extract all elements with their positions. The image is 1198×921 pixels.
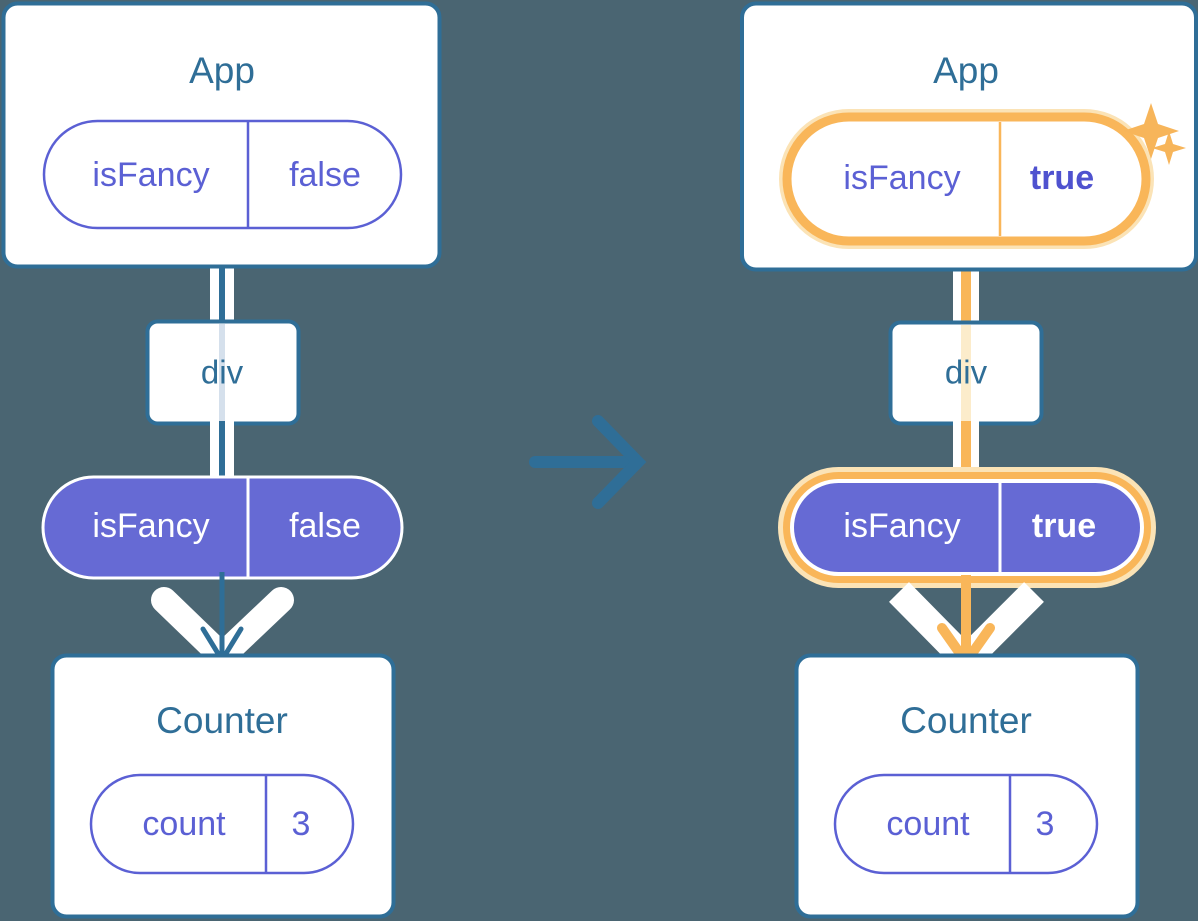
sparkle-icon-small (1152, 131, 1186, 165)
box-div-label-before: div (201, 354, 244, 391)
state-pill-count-name-after: count (886, 805, 970, 843)
sparkle-icon-large (1123, 103, 1179, 159)
state-pill-count-after: count 3 (833, 773, 1099, 875)
state-pill-value-after: true (1030, 159, 1094, 197)
prop-pill-value-after: true (1032, 507, 1096, 545)
highlight-ring (782, 112, 1151, 246)
state-pill-isfancy-before: isFancy false (42, 119, 403, 230)
card-app-after: App isFancy true (740, 1, 1198, 272)
card-title-counter-after: Counter (900, 700, 1032, 741)
box-div-before: div (145, 319, 301, 426)
prop-pill-name-before: isFancy (92, 507, 209, 545)
state-pill-count-value-before: 3 (292, 805, 311, 843)
card-title-app-after: App (933, 50, 999, 91)
prop-pill-name-after: isFancy (843, 507, 960, 545)
prop-pill-value-before: false (289, 507, 361, 545)
prop-pill-isfancy-after: isFancy true (778, 467, 1156, 588)
card-title-app-before: App (189, 50, 255, 91)
card-title-counter-before: Counter (156, 700, 288, 741)
arrow-pill-to-counter-after (889, 575, 1044, 670)
state-pill-name-after: isFancy (843, 159, 960, 197)
box-div-after: div (888, 320, 1044, 426)
card-counter-before: Counter count 3 (50, 653, 396, 919)
box-div-label-after: div (945, 354, 988, 391)
arrow-right-icon (529, 415, 647, 509)
state-pill-count-name-before: count (142, 805, 226, 843)
prop-pill-isfancy-before: isFancy false (41, 475, 404, 580)
card-counter-after: Counter count 3 (794, 653, 1140, 919)
state-pill-isfancy-after: isFancy true (779, 109, 1154, 249)
state-pill-value-before: false (289, 156, 361, 194)
state-pill-count-before: count 3 (89, 773, 355, 875)
card-app-before: App isFancy false (1, 1, 442, 269)
arrow-pill-to-counter-before (151, 572, 294, 669)
state-pill-name-before: isFancy (92, 156, 209, 194)
state-pill-count-value-after: 3 (1036, 805, 1055, 843)
